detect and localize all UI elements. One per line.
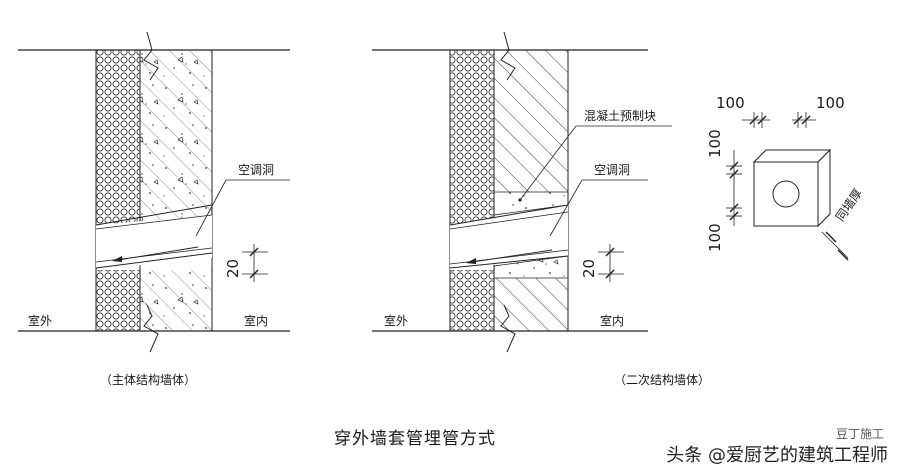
dim-side-bottom-100: 100 [706, 223, 724, 252]
right-ac-hole-label: 空调洞 [594, 163, 630, 177]
right-indoor-label: 室内 [600, 313, 624, 328]
right-wall-section [372, 31, 672, 353]
watermark-logo-text: 豆丁施工 [835, 427, 884, 441]
right-outdoor-label: 室外 [384, 313, 408, 328]
left-indoor-label: 室内 [244, 313, 268, 328]
left-dim-20: 20 [224, 259, 242, 278]
insulation-layer-upper [96, 50, 140, 225]
precast-block-isometric [726, 112, 849, 261]
watermark: 头条 @爱厨艺的建筑工程师 [666, 440, 888, 468]
watermark-text: 头条 @爱厨艺的建筑工程师 [666, 445, 888, 466]
left-outdoor-label: 室外 [28, 313, 52, 328]
left-wall-section [18, 31, 290, 353]
dim-side-top-100: 100 [706, 129, 724, 158]
dim-top-right-100: 100 [816, 94, 845, 112]
dim-depth-label: 同墙厚 [833, 186, 865, 224]
masonry-wall-lower [494, 278, 568, 331]
right-dim-20: 20 [580, 259, 598, 278]
left-caption: （主体结构墙体） [100, 372, 196, 387]
left-ac-hole-label: 空调洞 [238, 163, 274, 177]
insulation-layer-lower [96, 270, 140, 331]
insulation-layer-upper-right [450, 50, 494, 225]
masonry-wall-upper [494, 50, 568, 192]
dim-top-left-100: 100 [716, 94, 745, 112]
insulation-layer-lower-right [450, 270, 494, 331]
watermark-logo: 豆丁施工 [836, 425, 884, 442]
right-precast-block-label: 混凝土预制块 [584, 108, 656, 123]
right-caption: （二次结构墙体） [614, 372, 710, 387]
main-title: 穿外墙套管埋管方式 [334, 429, 496, 449]
